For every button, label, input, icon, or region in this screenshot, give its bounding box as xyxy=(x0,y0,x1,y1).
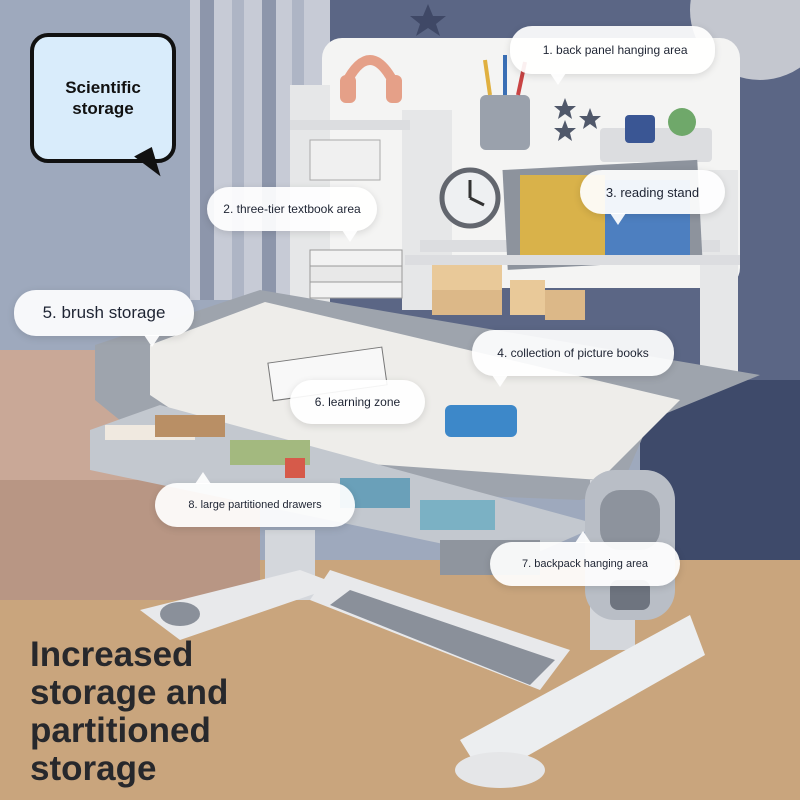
backpack-label: 7. backpack hanging area xyxy=(522,558,648,570)
scientific-storage-callout: Scientific storage xyxy=(30,33,176,163)
plant xyxy=(668,108,696,136)
hutch xyxy=(290,38,740,380)
panel-stars xyxy=(554,98,601,141)
learning-zone-label: 6. learning zone xyxy=(314,395,401,409)
wall-star-decoration xyxy=(410,4,446,36)
hanging-tray xyxy=(600,128,712,162)
picture-books-label: 4. collection of picture books xyxy=(497,346,649,360)
scientific-storage-label: Scientific storage xyxy=(65,77,141,118)
footrest xyxy=(330,590,555,685)
pen-cup xyxy=(480,95,530,150)
three-tier-callout: 2. three-tier textbook area xyxy=(207,187,377,242)
reading-stand-callout: 3. reading stand xyxy=(580,170,725,225)
textbooks-stack xyxy=(309,139,403,299)
back-panel-callout: 1. back panel hanging area xyxy=(510,26,715,85)
headline: Increased storage and partitioned storag… xyxy=(30,635,229,788)
reading-stand-label: 3. reading stand xyxy=(605,184,700,200)
picture-book-boxes xyxy=(432,265,585,320)
picture-books-callout: 4. collection of picture books xyxy=(472,330,674,387)
brush-storage-callout: 5. brush storage xyxy=(14,290,194,347)
drawers-label: 8. large partitioned drawers xyxy=(188,499,322,511)
headphones xyxy=(340,55,402,103)
learning-zone-callout: 6. learning zone xyxy=(290,380,425,424)
book-on-desk xyxy=(445,405,517,437)
drawer-contents xyxy=(105,415,495,530)
drawers-callout: 8. large partitioned drawers xyxy=(155,472,355,527)
back-panel-label: 1. back panel hanging area xyxy=(542,42,688,57)
brush-storage-label: 5. brush storage xyxy=(42,303,166,322)
backpack-callout: 7. backpack hanging area xyxy=(490,531,680,586)
three-tier-label: 2. three-tier textbook area xyxy=(223,202,361,216)
top-shelf xyxy=(290,120,410,130)
